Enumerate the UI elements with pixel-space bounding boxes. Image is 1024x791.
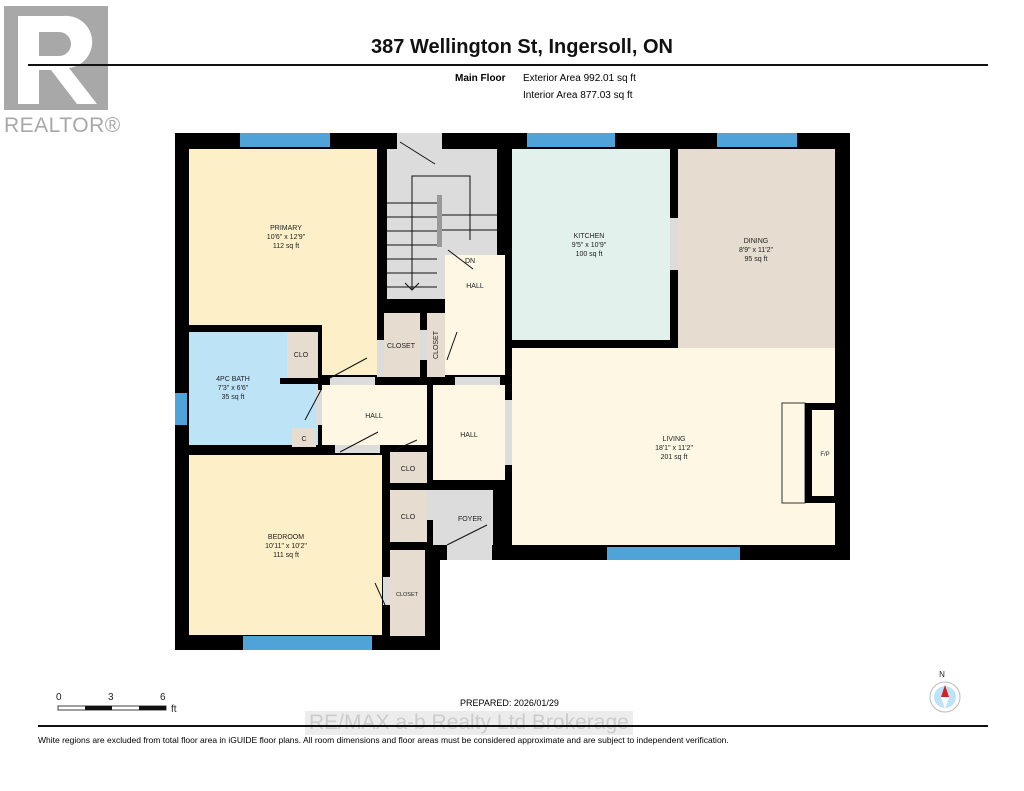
room-bedroom	[189, 455, 382, 635]
floor-name: Main Floor	[455, 73, 506, 84]
scale-unit: ft	[171, 704, 177, 715]
door-swings	[304, 141, 488, 606]
bath-name: 4PC BATH	[216, 376, 250, 383]
scale-bar: 0 3 6 ft	[56, 692, 177, 715]
bath-area: 35 sq ft	[222, 394, 245, 401]
dining-name: DINING	[744, 238, 769, 245]
scale-tick: 6	[160, 692, 166, 703]
compass-north-label: N	[939, 670, 945, 679]
living-dims: 18'1" x 11'2"	[655, 445, 693, 452]
door-openings	[316, 133, 678, 605]
stairs-down-label: DN	[465, 258, 475, 265]
bedroom-dims: 10'11" x 10'2"	[265, 543, 307, 550]
dining-area: 95 sq ft	[745, 256, 768, 263]
kitchen-name: KITCHEN	[574, 233, 605, 240]
brokerage-watermark: RE/MAX a-b Realty Ltd Brokerage	[305, 711, 633, 735]
primary-dims: 10'6" x 12'9"	[267, 234, 306, 241]
room-closet-3	[390, 550, 425, 636]
room-dining	[678, 149, 835, 348]
closet-label: CLOSET	[433, 330, 440, 359]
room-closet-2	[427, 313, 445, 377]
fireplace-label: F/P	[820, 452, 829, 458]
scale-tick: 3	[108, 692, 114, 703]
hall-label: HALL	[460, 432, 478, 439]
clo-label: CLO	[294, 352, 309, 359]
kitchen-dims: 9'5" x 10'9"	[572, 242, 607, 249]
stair-lines	[387, 175, 497, 291]
closet-label: CLOSET	[387, 343, 416, 350]
room-hall-upper	[445, 255, 505, 375]
room-clo-2	[390, 490, 427, 542]
primary-area: 112 sq ft	[273, 243, 299, 250]
room-foyer	[433, 490, 493, 545]
room-closet-1	[384, 313, 420, 377]
dining-dims: 8'9" x 11'2"	[739, 247, 773, 254]
header-divider	[28, 64, 988, 66]
interior-area: Interior Area 877.03 sq ft	[523, 90, 633, 101]
c-label: C	[301, 436, 306, 443]
room-clo-1	[390, 452, 427, 483]
room-living	[512, 348, 835, 545]
bedroom-name: BEDROOM	[268, 534, 304, 541]
living-area: 201 sq ft	[661, 454, 688, 461]
kitchen-area: 100 sq ft	[576, 251, 603, 258]
realtor-logo-text: REALTOR®	[4, 114, 121, 137]
room-hall-right	[433, 385, 505, 480]
closet-label: CLOSET	[396, 592, 419, 598]
room-bath-clo	[287, 332, 317, 378]
bedroom-area: 111 sq ft	[273, 552, 299, 559]
clo-label: CLO	[401, 466, 416, 473]
room-c	[292, 428, 316, 447]
hall-label: HALL	[466, 283, 484, 290]
room-bath-cutout	[280, 378, 318, 384]
scale-tick: 0	[56, 692, 62, 703]
page-title: 387 Wellington St, Ingersoll, ON	[371, 36, 673, 58]
compass-icon: N	[929, 670, 961, 713]
living-name: LIVING	[663, 436, 686, 443]
hall-label: HALL	[365, 413, 383, 420]
clo-label: CLO	[401, 514, 416, 521]
exterior-area: Exterior Area 992.01 sq ft	[523, 73, 636, 84]
disclaimer: White regions are excluded from total fl…	[38, 735, 729, 745]
room-hall-middle	[322, 385, 427, 445]
bath-dims: 7'3" x 6'6"	[218, 385, 249, 392]
fireplace-hearth	[781, 402, 806, 504]
footer-divider	[38, 725, 988, 727]
room-primary	[189, 149, 377, 375]
prepared-date: PREPARED: 2026/01/29	[460, 698, 559, 708]
room-kitchen	[512, 149, 670, 340]
foyer-label: FOYER	[458, 516, 482, 523]
primary-name: PRIMARY	[270, 225, 302, 232]
windows	[175, 133, 797, 650]
realtor-logo	[4, 6, 112, 136]
